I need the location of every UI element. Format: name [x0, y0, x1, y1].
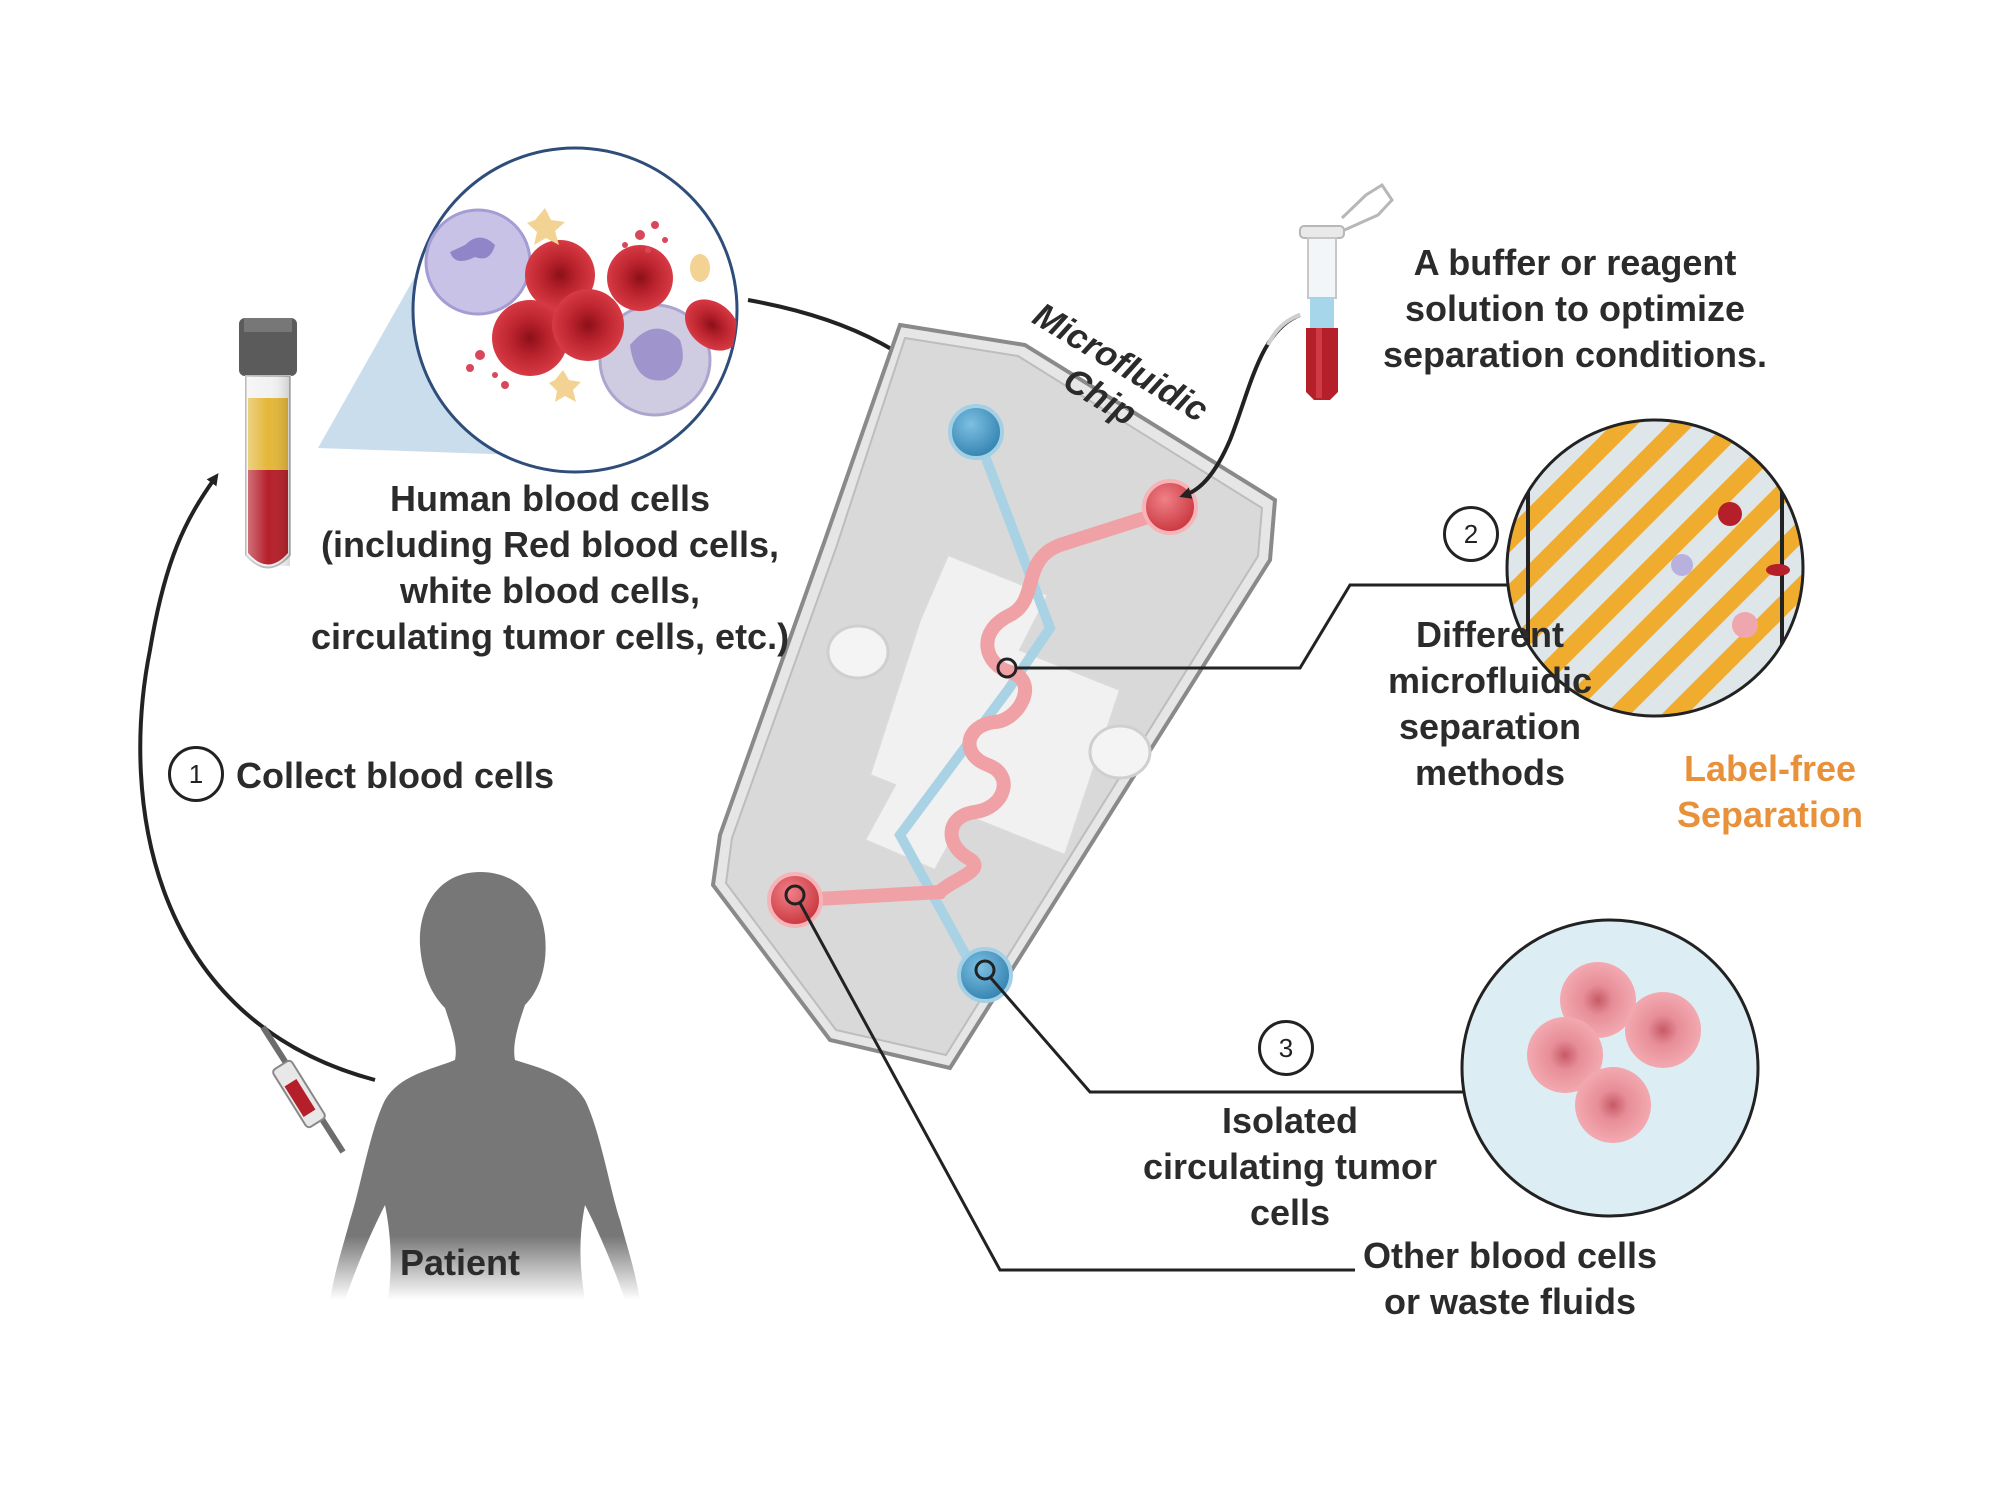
isolated-ctc-view	[1460, 918, 1760, 1218]
ctc-outlet-marker	[974, 959, 996, 981]
side-port	[826, 624, 890, 680]
pink-channel	[793, 503, 1177, 907]
isolated-ctc-caption: Isolated circulating tumor cells	[1142, 1100, 1438, 1233]
white-blood-cell	[1671, 554, 1693, 576]
collect-arrow	[138, 473, 376, 1082]
step-3-badge: 3	[1258, 1020, 1314, 1076]
label-free-view	[1505, 418, 1805, 718]
reagent-tube-icon	[1299, 182, 1394, 400]
tumor-cell	[1732, 612, 1758, 638]
waste-leader	[798, 902, 1355, 1272]
white-blood-cell	[424, 208, 532, 316]
red-blood-cell	[607, 245, 673, 311]
step-1-badge: 1	[168, 746, 224, 802]
red-blood-cell	[1718, 502, 1742, 526]
label-free-caption: Label-free Separation	[1676, 748, 1864, 835]
tumor-cell	[1560, 962, 1636, 1038]
red-blood-cell	[552, 289, 624, 361]
red-blood-cell	[685, 299, 737, 351]
platelet	[690, 254, 710, 282]
methods-caption: Different microfluidic separation method…	[1387, 614, 1593, 793]
collect-label: Collect blood cells	[236, 755, 555, 796]
method-leader	[1016, 583, 1510, 670]
syringe-icon	[260, 1025, 346, 1154]
red-blood-cell	[1766, 564, 1790, 576]
side-port	[1088, 724, 1152, 780]
buffer-inlet	[1142, 479, 1198, 535]
blood-cells-view	[411, 146, 739, 474]
red-blood-cell	[492, 300, 568, 376]
waste-caption: Other blood cells or waste fluids	[1362, 1235, 1658, 1322]
tumor-cell	[1625, 992, 1701, 1068]
platelet	[527, 208, 565, 245]
tumor-cell	[1575, 1067, 1651, 1143]
platelet	[549, 370, 581, 402]
tumor-cell	[1527, 1017, 1603, 1093]
blue-channel	[894, 430, 1056, 975]
patient-label: Patient	[400, 1242, 521, 1283]
waste-outlet	[767, 872, 823, 928]
sample-inlet	[948, 404, 1004, 460]
blood-tube-icon	[239, 318, 297, 569]
blood-cells-caption: Human blood cells (including Red blood c…	[310, 478, 790, 657]
buffer-caption: A buffer or reagent solution to optimize…	[1382, 242, 1768, 375]
step-2-badge: 2	[1443, 506, 1499, 562]
waste-outlet-marker	[784, 884, 806, 906]
ctc-leader	[988, 976, 1465, 1094]
patient-silhouette	[330, 872, 640, 1300]
microfluidic-chip	[710, 322, 1278, 1071]
